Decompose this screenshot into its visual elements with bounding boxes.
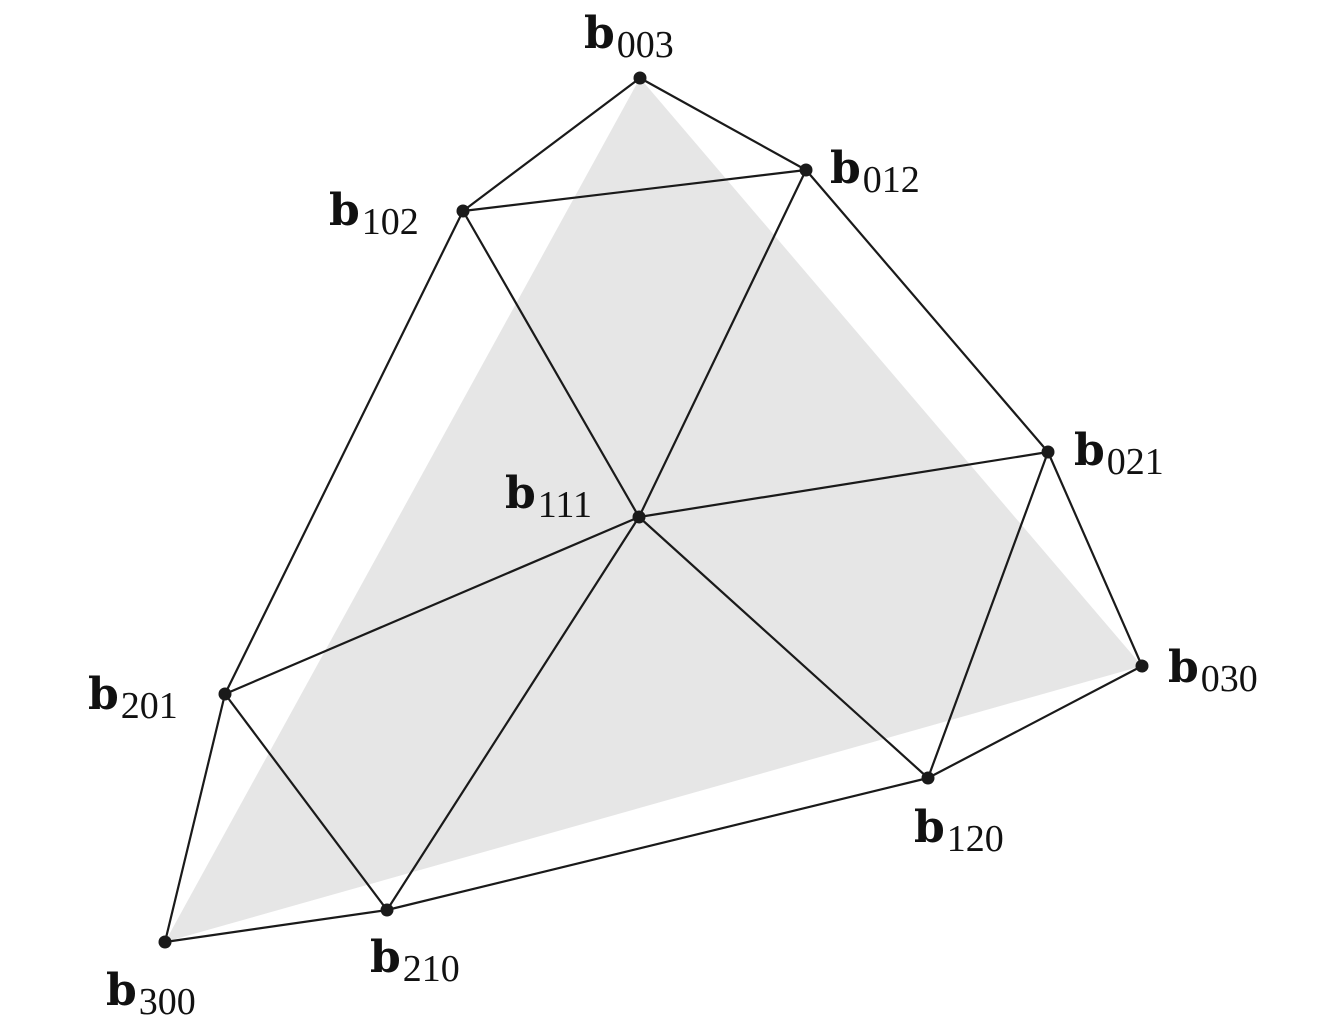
edge-b012-b111 [637,168,808,519]
shaded-base-triangle [165,78,1142,942]
edge-b111-b120 [637,515,930,780]
edge-b012-b021 [804,168,1050,454]
edge-b030-b120 [926,664,1144,780]
label-b030-subscript: 030 [1201,658,1258,700]
control-points [158,71,1149,949]
label-b210-base: b [370,932,401,983]
label-b120: b120 [914,802,1004,860]
edge-b003-b102 [461,76,642,213]
label-b111: b111 [505,468,592,526]
label-b300: b300 [106,965,196,1016]
point-b120 [921,771,935,785]
edge-b102-b201 [223,209,465,696]
edge-b201-b210 [223,692,389,912]
label-b012: b012 [830,143,920,201]
point-b210 [380,903,394,917]
shaded-triangle-layer [165,78,1142,942]
point-b201 [218,687,232,701]
point-b003 [633,71,647,85]
label-b201-base: b [88,669,119,720]
label-b003-subscript: 003 [617,24,674,66]
edge-b021-b111 [637,450,1050,519]
point-b030 [1135,659,1149,673]
label-b120-base: b [914,802,945,853]
label-b102: b102 [329,185,419,243]
label-b102-subscript: 102 [362,201,419,243]
label-b030-base: b [1168,642,1199,693]
edge-b111-b210 [385,515,641,912]
label-b120-subscript: 120 [947,818,1004,860]
point-b111 [632,510,646,524]
edge-b102-b111 [461,209,641,519]
point-b102 [456,204,470,218]
point-b300 [158,935,172,949]
label-b030: b030 [1168,642,1258,700]
label-b111-subscript: 111 [538,484,592,526]
label-b102-base: b [329,185,360,236]
label-b003: b003 [584,8,674,66]
label-b210: b210 [370,932,460,990]
edge-b102-b012 [461,168,808,213]
edge-b021-b120 [926,450,1050,780]
label-b012-base: b [830,143,861,194]
label-b021-subscript: 021 [1107,441,1164,483]
label-b201-subscript: 201 [121,685,178,727]
edge-b201-b111 [223,515,641,696]
label-b300-subscript: 300 [139,981,196,1016]
label-b012-subscript: 012 [863,159,920,201]
label-b003-base: b [584,8,615,59]
label-b021: b021 [1074,425,1164,483]
edge-b003-b012 [638,76,808,172]
label-b201: b201 [88,669,178,727]
edge-b201-b300 [163,692,227,944]
edge-b120-b210 [385,776,930,912]
edge-b021-b030 [1046,450,1144,668]
label-b111-base: b [505,468,536,519]
label-b021-base: b [1074,425,1105,476]
point-b021 [1041,445,1055,459]
label-b210-subscript: 210 [403,948,460,990]
control-net-edges [163,76,1144,944]
point-b012 [799,163,813,177]
label-b300-base: b [106,965,137,1016]
edge-b210-b300 [163,908,389,944]
